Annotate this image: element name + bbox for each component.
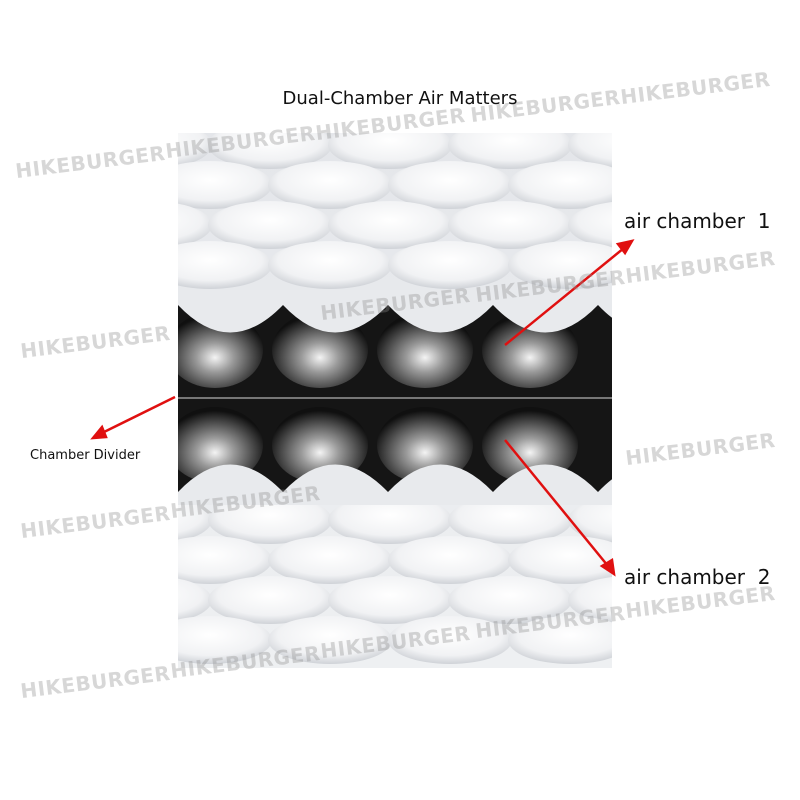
pillow-cell (388, 161, 512, 209)
pillow-cell (508, 536, 612, 584)
air-cell (377, 407, 473, 483)
air-cell (178, 407, 263, 483)
air-cell (482, 407, 578, 483)
label-air-chamber-1: air chamber 1 (624, 209, 771, 233)
pillow-cell (178, 241, 272, 289)
pillow-cell (178, 578, 212, 622)
pillow-cell (178, 536, 272, 584)
page-title: Dual-Chamber Air Matters (282, 88, 518, 109)
label-air-chamber-2: air chamber 2 (624, 565, 771, 589)
pillow-cell (508, 161, 612, 209)
pillow-cell (568, 133, 612, 168)
arrow-air-chamber-1 (504, 247, 625, 346)
air-cell (272, 407, 368, 483)
pillow-cell (178, 616, 272, 664)
pillow-cell (508, 616, 612, 664)
top-surface-wave (178, 290, 612, 333)
pillow-cell (178, 498, 212, 542)
arrowhead-icon (599, 557, 616, 577)
pillow-cell (508, 241, 612, 289)
pillow-cell (268, 241, 392, 289)
pillow-cell (328, 576, 452, 624)
pillow-cell (448, 133, 572, 169)
arrowhead-icon (615, 239, 635, 256)
arrow-chamber-divider (101, 395, 176, 435)
pillow-cell (268, 161, 392, 209)
label-chamber-divider: Chamber Divider (30, 448, 141, 463)
pillow-cell (268, 536, 392, 584)
pillow-cell (448, 201, 572, 249)
pillow-cell (178, 133, 212, 167)
pillow-cell (208, 133, 332, 169)
arrow-air-chamber-2 (504, 439, 609, 567)
pillow-cell (178, 161, 272, 209)
pillow-cell (568, 202, 612, 248)
pillow-cell (328, 496, 452, 544)
pillow-cell (388, 616, 512, 664)
pillow-cell (388, 241, 512, 289)
pillow-cell (328, 133, 452, 169)
arrowhead-icon (90, 424, 108, 440)
pillow-cell (208, 496, 332, 544)
pillow-cell (448, 576, 572, 624)
pillow-cell (568, 577, 612, 623)
pillow-cell (328, 201, 452, 249)
bottom-surface-wave (178, 464, 612, 505)
pillow-cell (208, 576, 332, 624)
pillow-cell (268, 616, 392, 664)
pillow-cell (208, 201, 332, 249)
pillow-cell (448, 496, 572, 544)
pillow-cell (178, 203, 212, 247)
pillow-cell (388, 536, 512, 584)
